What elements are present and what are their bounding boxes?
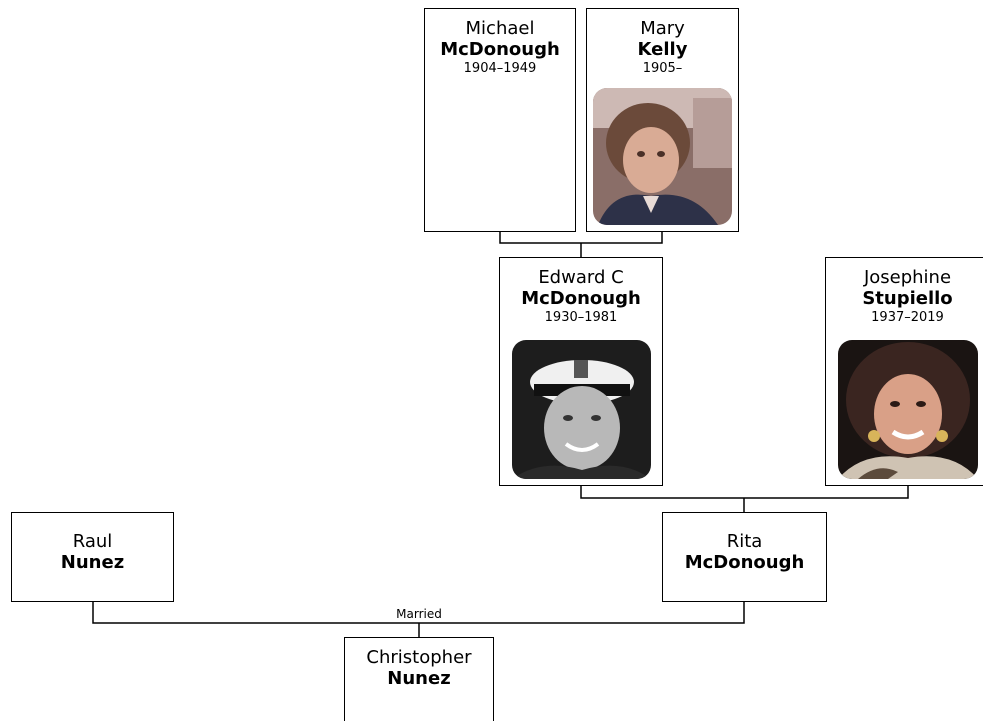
first-name: Michael	[465, 18, 535, 39]
life-years: 1930–1981	[544, 310, 618, 325]
first-name: Mary	[640, 18, 685, 39]
last-name: Nunez	[387, 668, 451, 689]
last-name: Kelly	[637, 39, 688, 60]
first-name: Christopher	[366, 647, 472, 668]
first-name: Rita	[726, 531, 763, 552]
person-card-christopher-nunez[interactable]: Christopher Nunez	[344, 637, 494, 721]
last-name: McDonough	[521, 288, 641, 309]
life-years: 1904–1949	[463, 61, 537, 76]
portrait-photo	[838, 340, 978, 479]
person-card-josephine-stupiello[interactable]: Josephine Stupiello 1937–2019	[825, 257, 983, 486]
person-card-michael-mcdonough[interactable]: Michael McDonough 1904–1949	[424, 8, 576, 232]
person-card-mary-kelly[interactable]: Mary Kelly 1905–	[586, 8, 739, 232]
portrait-photo	[512, 340, 651, 479]
last-name: Stupiello	[862, 288, 953, 309]
life-years: 1905–	[642, 61, 683, 76]
first-name: Raul	[72, 531, 113, 552]
person-card-raul-nunez[interactable]: Raul Nunez	[11, 512, 174, 602]
first-name: Josephine	[863, 267, 952, 288]
person-card-edward-mcdonough[interactable]: Edward C McDonough 1930–1981	[499, 257, 663, 486]
married-label: Married	[396, 607, 442, 621]
last-name: McDonough	[684, 552, 805, 573]
first-name: Edward C	[538, 267, 624, 288]
portrait-photo	[593, 88, 732, 225]
last-name: McDonough	[440, 39, 560, 60]
person-card-rita-mcdonough[interactable]: Rita McDonough	[662, 512, 827, 602]
last-name: Nunez	[60, 552, 125, 573]
life-years: 1937–2019	[871, 310, 944, 325]
